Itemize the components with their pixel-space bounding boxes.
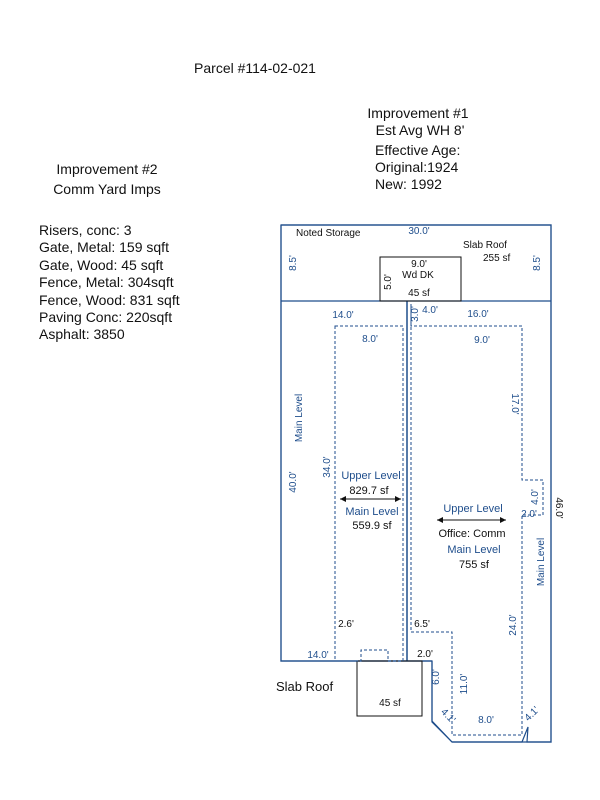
building-outline bbox=[280, 224, 552, 743]
deck-label: Wd DK bbox=[402, 270, 434, 281]
dim-label: 6.0' bbox=[431, 669, 442, 685]
improvement1-height: Est Avg WH 8' bbox=[376, 122, 465, 138]
dim-label: 30.0' bbox=[408, 226, 429, 237]
improvement2-item: Gate, Wood: 45 sqft bbox=[39, 257, 163, 273]
parcel-label: Parcel #114-02-021 bbox=[194, 60, 316, 76]
dimension-labels: 30.0' 8.5' 8.5' 9.0' 5.0' 14.0' 8.0' 3.0… bbox=[288, 226, 564, 726]
improvement1-effective-age: Effective Age: bbox=[375, 142, 460, 158]
slab-roof-top-label: Slab Roof bbox=[463, 240, 507, 251]
dim-label: 8.0' bbox=[478, 715, 494, 726]
dim-label: 8.5' bbox=[532, 255, 543, 271]
dim-label: 8.5' bbox=[288, 255, 299, 271]
dim-label: 17.0' bbox=[509, 393, 520, 414]
arrow-right-level bbox=[437, 517, 506, 523]
dim-label: 4.0' bbox=[530, 489, 541, 505]
dim-label: 5.0' bbox=[383, 274, 394, 290]
noted-storage-label: Noted Storage bbox=[296, 228, 361, 239]
slab-roof-top-area: 255 sf bbox=[483, 253, 510, 264]
main-level-right-label: Main Level bbox=[536, 538, 547, 586]
main-level-right-area: 755 sf bbox=[459, 559, 490, 571]
improvement2-item: Paving Conc: 220sqft bbox=[39, 309, 172, 325]
improvement2-item: Fence, Metal: 304sqft bbox=[39, 274, 174, 290]
office-label: Office: Comm bbox=[438, 528, 505, 540]
improvement2-item: Asphalt: 3850 bbox=[39, 326, 125, 342]
improvement2-subtitle: Comm Yard Imps bbox=[53, 181, 161, 197]
dim-label: 8.0' bbox=[362, 334, 378, 345]
dim-label: 2.0' bbox=[417, 649, 433, 660]
deck-area: 45 sf bbox=[408, 288, 430, 299]
main-level-left-center-label: Main Level bbox=[345, 506, 398, 518]
improvement2-item: Fence, Wood: 831 sqft bbox=[39, 292, 180, 308]
dim-label: 9.0' bbox=[474, 335, 490, 346]
wood-deck-outline bbox=[379, 256, 462, 302]
dim-label: 9.0' bbox=[411, 259, 427, 270]
dim-label: 4.1' bbox=[438, 707, 457, 726]
improvement2-item: Gate, Metal: 159 sqft bbox=[39, 239, 169, 255]
dim-label: 16.0' bbox=[467, 309, 488, 320]
main-level-left-label: Main Level bbox=[294, 394, 305, 442]
improvement1-original: Original:1924 bbox=[375, 159, 458, 175]
upper-level-left-area: 829.7 sf bbox=[349, 485, 389, 497]
dim-label: 6.5' bbox=[414, 619, 430, 630]
dim-label: 40.0' bbox=[288, 471, 299, 492]
dim-label: 11.0' bbox=[459, 674, 470, 695]
main-level-left-area: 559.9 sf bbox=[352, 520, 392, 532]
improvement1-new: New: 1992 bbox=[375, 176, 442, 192]
dim-label: 24.0' bbox=[508, 614, 519, 635]
improvement2-item: Risers, conc: 3 bbox=[39, 222, 132, 238]
dim-label: 4.1' bbox=[523, 705, 542, 724]
slab-roof-bottom-area: 45 sf bbox=[379, 698, 401, 709]
dim-label: 2.6' bbox=[338, 619, 354, 630]
arrow-left-level bbox=[340, 496, 401, 502]
improvement2-title: Improvement #2 bbox=[56, 161, 157, 177]
upper-level-right-label: Upper Level bbox=[443, 503, 502, 515]
dim-label: 4.0' bbox=[422, 305, 438, 316]
improvement2-item-list: Risers, conc: 3 Gate, Metal: 159 sqft Ga… bbox=[39, 222, 180, 342]
dim-label: 46.0' bbox=[553, 497, 564, 518]
dim-label: 2.0' bbox=[521, 509, 537, 520]
dim-label: 14.0' bbox=[332, 310, 353, 321]
dim-label: 34.0' bbox=[322, 456, 333, 477]
dim-label: 14.0' bbox=[307, 650, 328, 661]
dim-label: 3.0' bbox=[410, 306, 421, 322]
upper-level-left-label: Upper Level bbox=[341, 470, 400, 482]
slab-roof-bottom-label: Slab Roof bbox=[276, 679, 333, 694]
improvement1-title: Improvement #1 bbox=[367, 105, 468, 121]
main-level-right-center-label: Main Level bbox=[447, 544, 500, 556]
main-outline bbox=[280, 224, 552, 743]
